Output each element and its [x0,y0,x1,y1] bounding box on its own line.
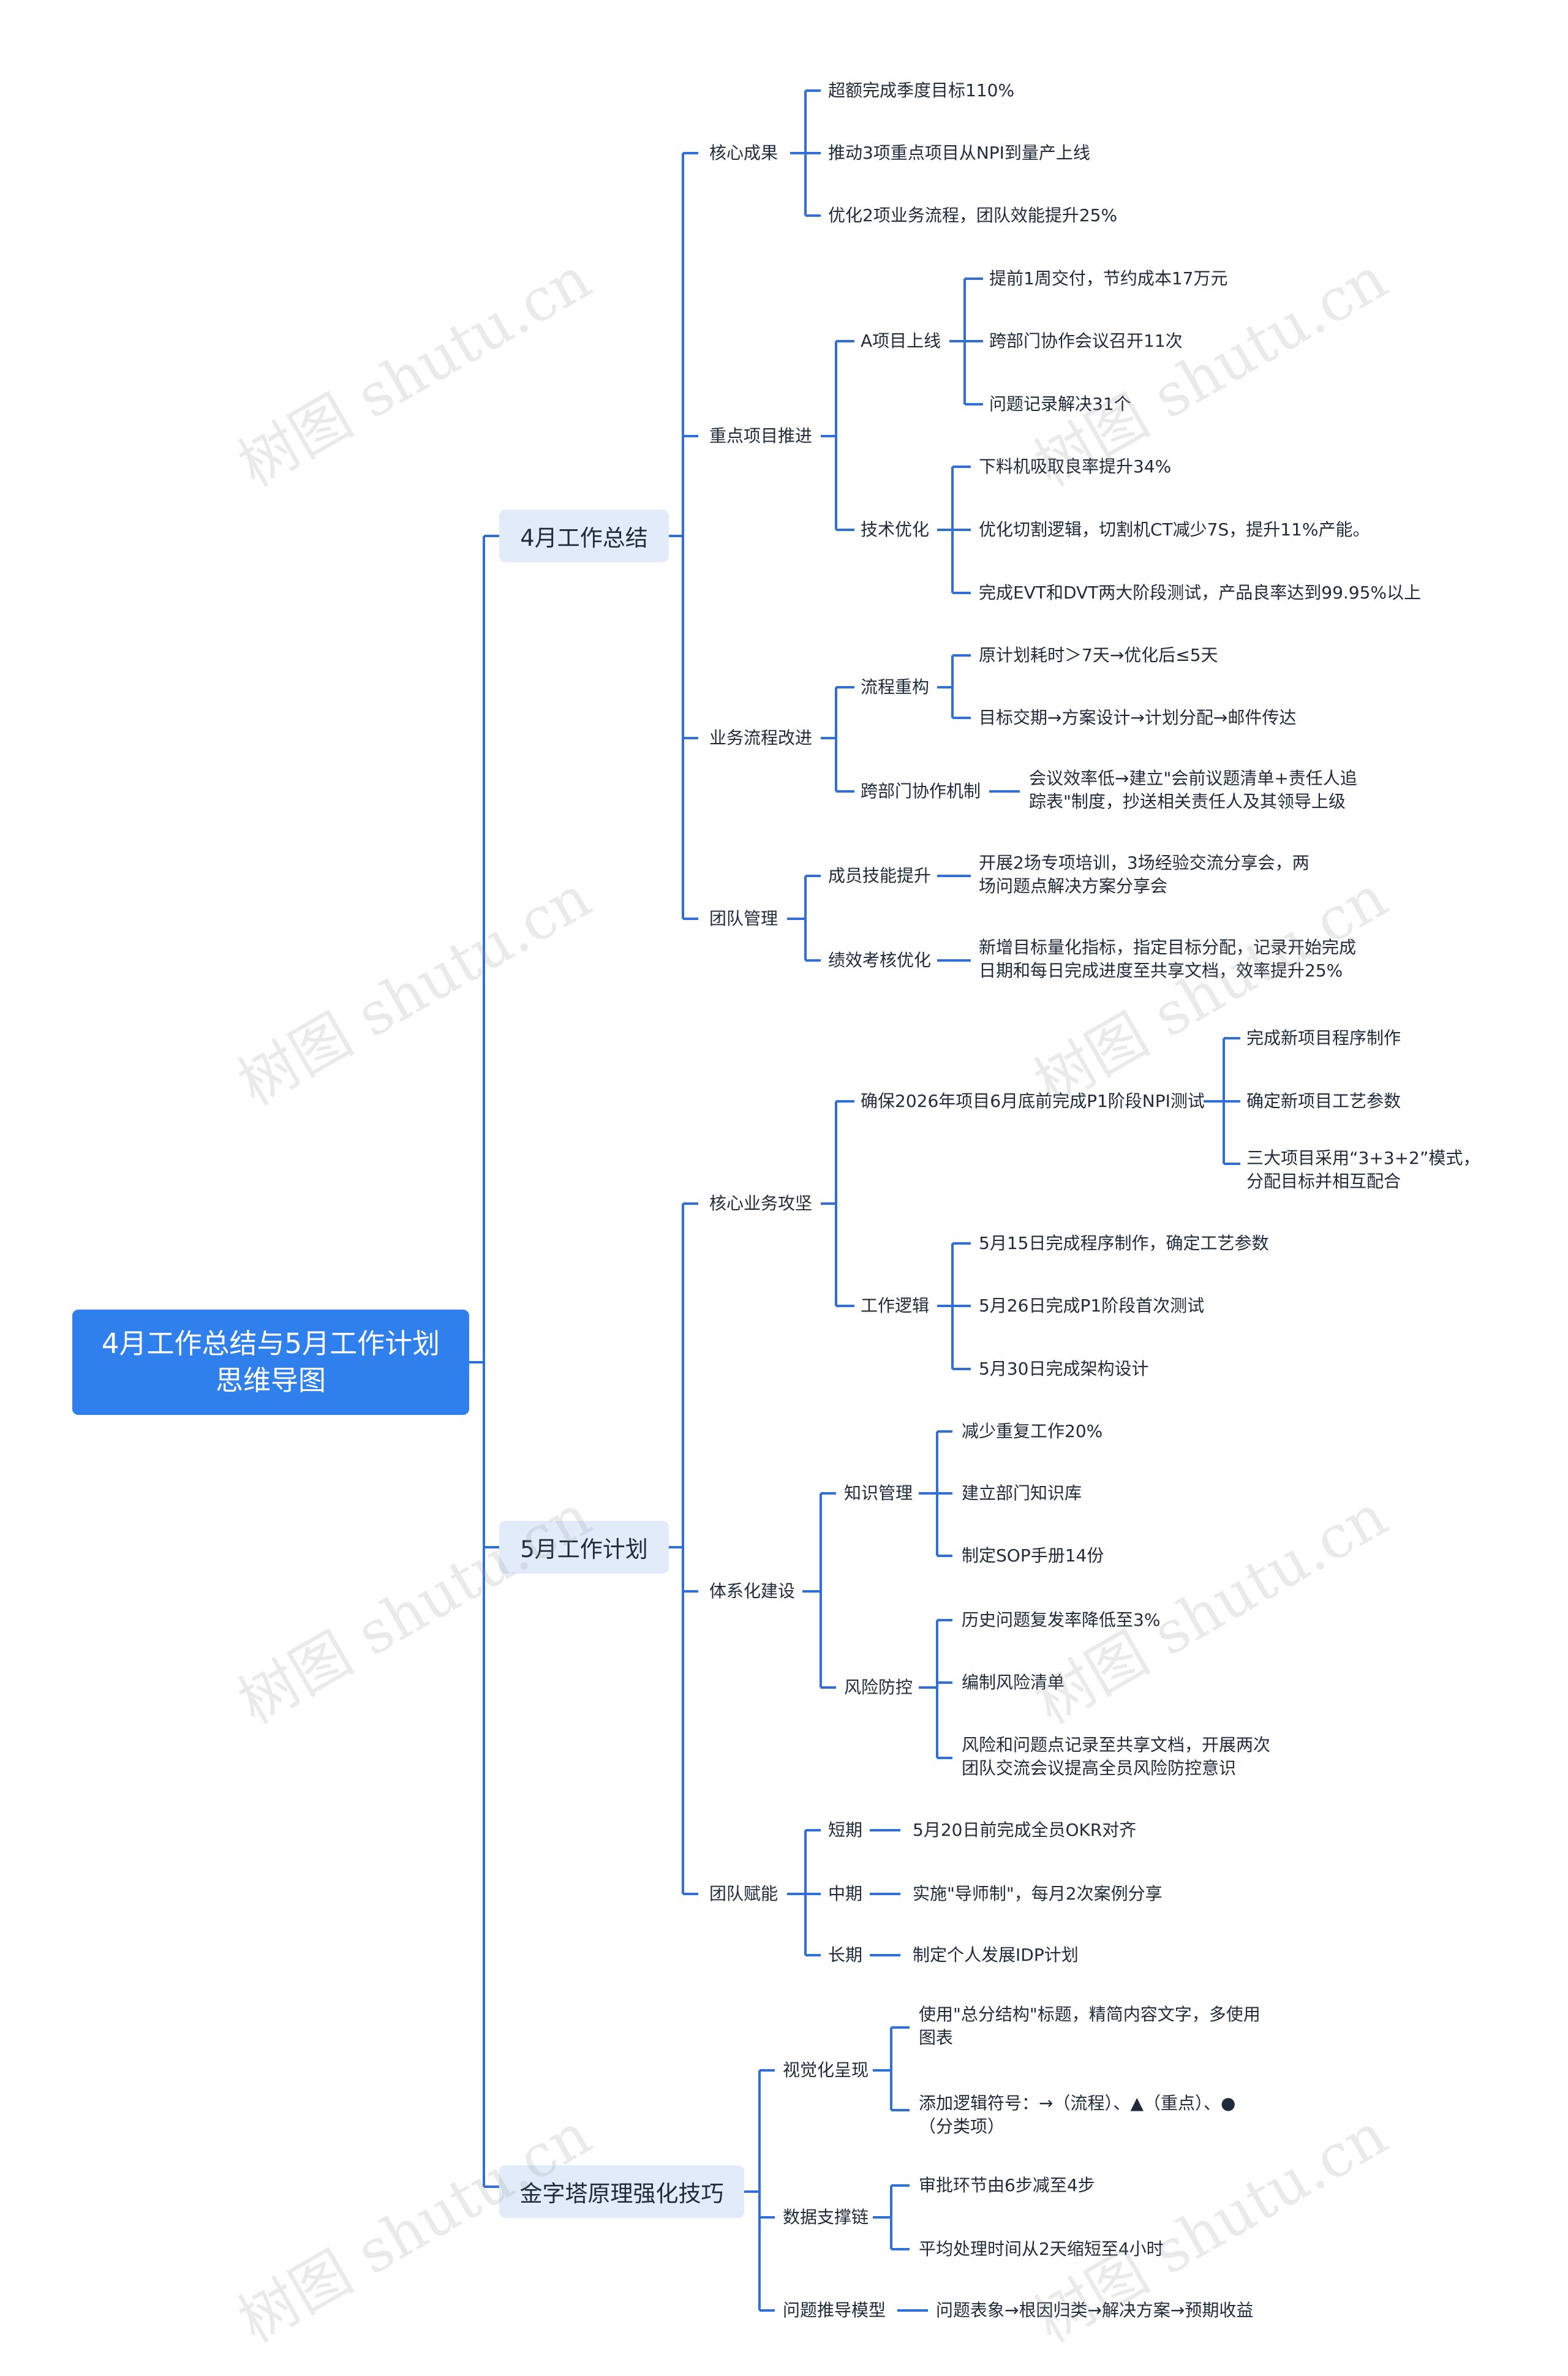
leaf-perf[interactable]: 新增目标量化指标，指定目标分配，记录开始完成 日期和每日完成进度至共享文档，效率… [979,936,1356,982]
edge-may [669,1202,698,1895]
leaf-logic-2[interactable]: 5月26日完成P1阶段首次测试 [979,1295,1205,1316]
leaf-tech-2[interactable]: 优化切割逻辑，切割机CT减少7S，提升11%产能。 [979,519,1370,540]
leaf-knowledge-2[interactable]: 建立部门知识库 [962,1483,1082,1503]
edge-april-projects [821,340,854,531]
leaf-perf-line-1: 新增目标量化指标，指定目标分配，记录开始完成 [979,937,1357,957]
leaf-reasoning[interactable]: 问题表象→根因归类→解决方案→预期收益 [936,2300,1254,2320]
topic-core-business[interactable]: 核心业务攻坚 [709,1193,813,1213]
edge-root-branches [469,535,499,2188]
leaf-risk-2[interactable]: 编制风险清单 [962,1672,1065,1692]
leaf-npi-3-line-2: 分配目标并相互配合 [1246,1171,1401,1191]
leaf-skills-line-1: 开展2场专项培训，3场经验交流分享会，两 [979,853,1310,873]
topic-collab[interactable]: 跨部门协作机制 [861,781,981,801]
leaf-logic-3[interactable]: 5月30日完成架构设计 [979,1359,1149,1379]
edge-visual [873,2026,910,2111]
topic-short[interactable]: 短期 [828,1820,863,1840]
leaf-knowledge-1[interactable]: 减少重复工作20% [962,1421,1103,1441]
leaf-core-1[interactable]: 超额完成季度目标110% [828,80,1015,100]
leaf-tech-1[interactable]: 下料机吸取良率提升34% [979,456,1172,477]
topic-data-chain[interactable]: 数据支撑链 [783,2207,869,2227]
leaf-data-chain-2[interactable]: 平均处理时间从2天缩短至4小时 [919,2239,1164,2259]
topic-empower[interactable]: 团队赋能 [709,1884,778,1904]
topic-a-project[interactable]: A项目上线 [861,331,941,351]
edge-a-project [949,277,983,405]
leaf-risk-1[interactable]: 历史问题复发率降低至3% [962,1610,1161,1630]
edge-pyramid [744,2069,775,2312]
topic-mid[interactable]: 中期 [828,1884,863,1904]
leaf-knowledge-3[interactable]: 制定SOP手册14份 [962,1545,1104,1566]
topic-knowledge[interactable]: 知识管理 [844,1483,913,1503]
edge-may-system [802,1492,836,1689]
branch-april[interactable]: 4月工作总结 [499,510,669,562]
edge-knowledge [919,1430,952,1557]
leaf-visual-2-line-1: 添加逻辑符号：→（流程）、▲（重点）、● [919,2093,1236,2113]
edge-april-team [787,875,821,962]
topic-system[interactable]: 体系化建设 [709,1581,796,1601]
topic-core-results[interactable]: 核心成果 [709,143,778,163]
leaf-npi-3[interactable]: 三大项目采用“3+3+2”模式， 分配目标并相互配合 [1246,1147,1480,1193]
leaf-rebuild-2[interactable]: 目标交期→方案设计→计划分配→邮件传达 [979,707,1297,728]
leaf-short[interactable]: 5月20日前完成全员OKR对齐 [913,1820,1137,1840]
leaf-core-2[interactable]: 推动3项重点项目从NPI到量产上线 [828,143,1090,163]
topic-process[interactable]: 业务流程改进 [709,728,813,748]
leaf-risk-3[interactable]: 风险和问题点记录至共享文档，开展两次 团队交流会议提高全员风险防控意识 [962,1733,1270,1780]
leaf-mid[interactable]: 实施"导师制"，每月2次案例分享 [913,1884,1163,1904]
topic-tech[interactable]: 技术优化 [861,519,930,540]
edge-tech [937,466,971,594]
topic-reasoning[interactable]: 问题推导模型 [783,2300,886,2320]
edge-april [669,152,698,920]
branch-may[interactable]: 5月工作计划 [499,1521,669,1574]
leaf-npi-1[interactable]: 完成新项目程序制作 [1246,1028,1401,1048]
leaf-collab[interactable]: 会议效率低→建立"会前议题清单+责任人追 踪表"制度，抄送相关责任人及其领导上级 [1029,767,1357,813]
leaf-visual-2-line-2: （分类项） [919,2116,1005,2137]
leaf-skills[interactable]: 开展2场专项培训，3场经验交流分享会，两 场问题点解决方案分享会 [979,851,1310,898]
leaf-a-project-3[interactable]: 问题记录解决31个 [989,394,1131,414]
edge-logic [937,1242,971,1370]
edge-may-core [821,1100,854,1307]
leaf-rebuild-1[interactable]: 原计划耗时＞7天→优化后≤5天 [979,645,1218,665]
leaf-a-project-2[interactable]: 跨部门协作会议召开11次 [989,331,1183,351]
topic-key-projects[interactable]: 重点项目推进 [709,426,813,446]
leaf-perf-line-2: 日期和每日完成进度至共享文档，效率提升25% [979,960,1343,981]
leaf-core-3[interactable]: 优化2项业务流程，团队效能提升25% [828,205,1118,225]
leaf-visual-1-line-1: 使用"总分结构"标题，精简内容文字，多使用 [919,2004,1261,2024]
topic-team[interactable]: 团队管理 [709,908,778,929]
branch-pyramid[interactable]: 金字塔原理强化技巧 [499,2165,744,2218]
leaf-npi-3-line-1: 三大项目采用“3+3+2”模式， [1246,1148,1480,1168]
leaf-collab-line-1: 会议效率低→建立"会前议题清单+责任人追 [1029,768,1357,788]
topic-risk[interactable]: 风险防控 [844,1677,913,1697]
topic-long[interactable]: 长期 [828,1945,863,1965]
leaf-visual-1[interactable]: 使用"总分结构"标题，精简内容文字，多使用 图表 [919,2003,1261,2050]
leaf-npi-2[interactable]: 确定新项目工艺参数 [1246,1091,1401,1111]
leaf-collab-line-2: 踪表"制度，抄送相关责任人及其领导上级 [1029,791,1346,812]
leaf-risk-3-line-2: 团队交流会议提高全员风险防控意识 [962,1758,1237,1778]
leaf-a-project-1[interactable]: 提前1周交付，节约成本17万元 [989,268,1228,289]
edge-data-chain [873,2184,910,2250]
topic-skills[interactable]: 成员技能提升 [828,866,932,886]
edge-npi [1204,1037,1240,1165]
topic-npi[interactable]: 确保2026年项目6月底前完成P1阶段NPI测试 [861,1091,1205,1111]
leaf-risk-3-line-1: 风险和问题点记录至共享文档，开展两次 [962,1735,1271,1755]
leaf-visual-1-line-2: 图表 [919,2027,954,2048]
topic-rebuild[interactable]: 流程重构 [861,677,930,697]
edge-april-core [790,89,821,217]
leaf-long[interactable]: 制定个人发展IDP计划 [913,1945,1079,1965]
edge-may-empower [787,1829,821,1956]
leaf-skills-line-2: 场问题点解决方案分享会 [979,876,1168,896]
topic-visual[interactable]: 视觉化呈现 [783,2060,869,2080]
edge-rebuild [937,654,971,719]
leaf-visual-2[interactable]: 添加逻辑符号：→（流程）、▲（重点）、● （分类项） [919,2092,1235,2138]
leaf-logic-1[interactable]: 5月15日完成程序制作，确定工艺参数 [979,1233,1269,1253]
topic-logic[interactable]: 工作逻辑 [861,1295,930,1316]
root-node[interactable]: 4月工作总结与5月工作计划思维导图 [72,1310,469,1415]
leaf-data-chain-1[interactable]: 审批环节由6步减至4步 [919,2175,1095,2195]
topic-perf[interactable]: 绩效考核优化 [828,950,932,970]
edge-april-process [821,686,854,793]
leaf-tech-3[interactable]: 完成EVT和DVT两大阶段测试，产品良率达到99.95%以上 [979,583,1422,603]
edge-risk [919,1619,952,1759]
